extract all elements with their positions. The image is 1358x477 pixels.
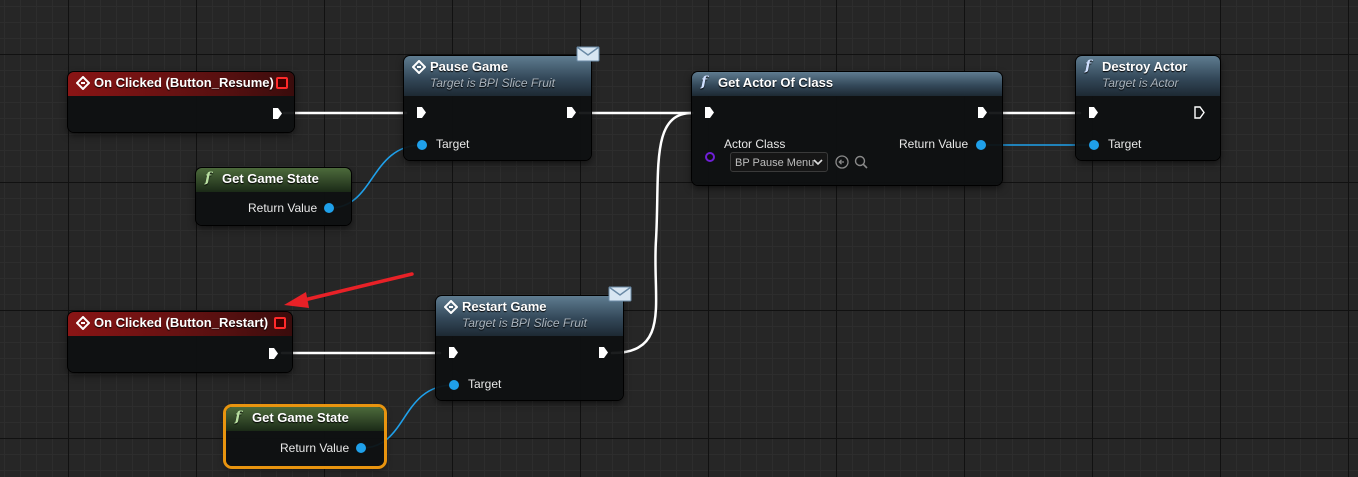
node-destroy-actor[interactable]: f Destroy Actor Target is Actor Target (1076, 56, 1220, 160)
node-title: Pause Game (430, 59, 509, 74)
exec-wire-restartgame-to-getactor (610, 111, 694, 355)
exec-out-pin[interactable] (598, 346, 609, 359)
return-value-pin[interactable] (976, 140, 986, 150)
node-title: Get Game State (252, 410, 349, 425)
return-value-label: Return Value (280, 441, 350, 455)
return-value-label: Return Value (899, 137, 969, 151)
event-icon (444, 300, 458, 314)
node-get-actor-of-class[interactable]: f Get Actor Of Class Actor Class BP Paus… (692, 72, 1002, 185)
return-value-pin[interactable] (356, 443, 366, 453)
exec-in-pin[interactable] (448, 346, 459, 359)
node-get-game-state-2[interactable]: f Get Game State Return Value (226, 407, 384, 466)
node-title: On Clicked (Button_Restart) (94, 315, 269, 330)
function-icon: f (235, 409, 242, 425)
search-icon[interactable] (854, 155, 868, 169)
node-header: On Clicked (Button_Resume) (68, 72, 294, 96)
node-title: On Clicked (Button_Resume) (94, 75, 274, 90)
node-header: f Get Game State (196, 168, 351, 192)
function-icon: f (701, 74, 708, 90)
exec-out-pin[interactable] (272, 107, 283, 120)
actor-class-label: Actor Class (724, 137, 786, 151)
node-header: f Get Actor Of Class (692, 72, 1002, 96)
node-subtitle: Target is BPI Slice Fruit (430, 76, 555, 90)
annotation-arrow (284, 272, 414, 308)
exec-out-pin[interactable] (977, 106, 988, 119)
node-header: On Clicked (Button_Restart) (68, 312, 292, 336)
actor-class-value: BP Pause Menu (735, 157, 815, 169)
node-header: f Get Game State (226, 407, 384, 431)
node-header: Pause Game Target is BPI Slice Fruit (404, 56, 591, 96)
node-header: f Destroy Actor Target is Actor (1076, 56, 1220, 96)
node-title: Get Actor Of Class (718, 75, 834, 90)
exec-in-pin[interactable] (416, 106, 427, 119)
node-on-clicked-resume[interactable]: On Clicked (Button_Resume) (68, 72, 294, 132)
node-subtitle: Target is BPI Slice Fruit (462, 316, 587, 330)
dropdown-chevron-icon (813, 159, 823, 166)
target-pin[interactable] (417, 140, 427, 150)
event-icon (412, 60, 426, 74)
exec-out-pin[interactable] (566, 106, 577, 119)
function-icon: f (1085, 58, 1092, 74)
event-icon (76, 76, 90, 90)
exec-in-pin[interactable] (1088, 106, 1099, 119)
return-value-label: Return Value (248, 201, 318, 215)
return-value-pin[interactable] (324, 203, 334, 213)
browse-arrow-icon[interactable] (835, 155, 849, 169)
actor-class-dropdown[interactable]: BP Pause Menu (730, 152, 828, 172)
exec-in-pin[interactable] (704, 106, 715, 119)
target-label: Target (436, 137, 470, 151)
exec-out-pin[interactable] (268, 347, 279, 360)
target-pin[interactable] (1089, 140, 1099, 150)
message-envelope-icon (608, 286, 632, 302)
node-title: Get Game State (222, 171, 319, 186)
target-label: Target (468, 377, 502, 391)
node-pause-game[interactable]: Pause Game Target is BPI Slice Fruit Tar… (404, 46, 600, 160)
message-envelope-icon (576, 46, 600, 62)
node-title: Destroy Actor (1102, 59, 1188, 74)
node-header: Restart Game Target is BPI Slice Fruit (436, 296, 623, 336)
node-restart-game[interactable]: Restart Game Target is BPI Slice Fruit T… (436, 286, 632, 400)
actor-class-pin[interactable] (705, 152, 715, 162)
node-title: Restart Game (462, 299, 547, 314)
node-subtitle: Target is Actor (1102, 76, 1179, 90)
exec-out-pin[interactable] (1194, 106, 1205, 119)
output-delegate-icon[interactable] (274, 317, 286, 329)
target-pin[interactable] (449, 380, 459, 390)
target-label: Target (1108, 137, 1142, 151)
function-icon: f (205, 170, 212, 186)
event-icon (76, 316, 90, 330)
node-get-game-state-1[interactable]: f Get Game State Return Value (196, 168, 351, 225)
node-on-clicked-restart[interactable]: On Clicked (Button_Restart) (68, 312, 292, 372)
output-delegate-icon[interactable] (276, 77, 288, 89)
